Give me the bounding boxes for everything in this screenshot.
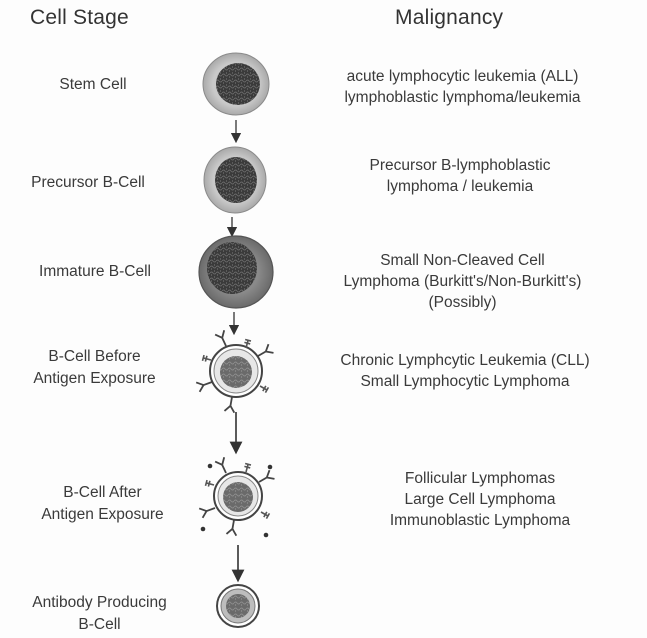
stage-label-antibody-producing-b-cell: Antibody Producing B-Cell [2, 592, 197, 636]
precursor-b-cell-icon [204, 147, 266, 213]
stage-label-stem-cell: Stem Cell [38, 74, 148, 96]
stem-cell-icon [203, 53, 269, 115]
antibody-producing-b-cell-icon [217, 585, 259, 627]
malignancy-label-precursor-b-cell: Precursor B-lymphoblastic lymphoma / leu… [300, 155, 620, 197]
b-cell-after-antigen-icon [199, 457, 274, 537]
cell-stage-header: Cell Stage [30, 6, 129, 30]
stage-label-b-cell-before-antigen: B-Cell Before Antigen Exposure [2, 346, 187, 390]
immature-b-cell-icon [199, 236, 273, 308]
stage-label-b-cell-after-antigen: B-Cell After Antigen Exposure [10, 482, 195, 526]
b-cell-before-antigen-icon [196, 330, 273, 412]
stage-label-immature-b-cell: Immature B-Cell [20, 261, 170, 283]
malignancy-label-stem-cell: acute lymphocytic leukemia (ALL) lymphob… [290, 66, 635, 108]
stage-label-precursor-b-cell: Precursor B-Cell [8, 172, 168, 194]
malignancy-label-immature-b-cell: Small Non-Cleaved Cell Lymphoma (Burkitt… [290, 250, 635, 313]
malignancy-label-b-cell-before-antigen: Chronic Lymphcytic Leukemia (CLL) Small … [290, 350, 640, 392]
malignancy-header: Malignancy [395, 6, 503, 30]
malignancy-label-b-cell-after-antigen: Follicular Lymphomas Large Cell Lymphoma… [330, 468, 630, 531]
